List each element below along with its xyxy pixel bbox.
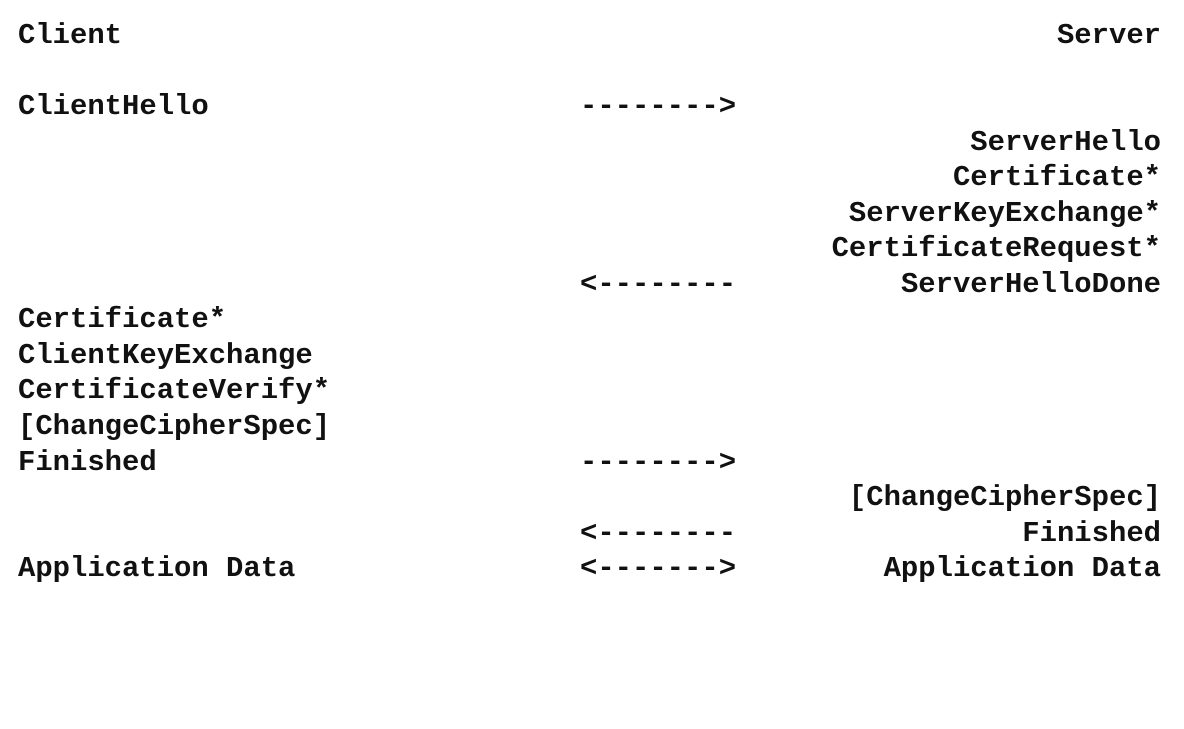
- message-row: ClientKeyExchange: [18, 338, 1161, 374]
- server-column-heading: Server: [1056, 19, 1161, 52]
- client-column-heading: Client: [18, 19, 123, 52]
- arrow-left: <--------: [580, 267, 737, 301]
- message-row: <-------- ServerHelloDone: [18, 267, 1161, 303]
- client-message: [ChangeCipherSpec]: [18, 410, 331, 444]
- client-message: Application Data: [18, 552, 296, 586]
- arrow-right: -------->: [580, 445, 737, 479]
- server-message: Finished: [1022, 516, 1161, 550]
- arrow-right: -------->: [580, 90, 737, 124]
- server-message: [ChangeCipherSpec]: [848, 481, 1161, 515]
- message-row: Certificate*: [18, 302, 1161, 338]
- tls-handshake-diagram: Client Server ClientHello --------> Serv…: [18, 18, 1161, 585]
- message-row: Application Data <-------> Application D…: [18, 551, 1161, 587]
- server-message: Application Data: [883, 552, 1161, 586]
- server-message: ServerHelloDone: [900, 267, 1161, 301]
- client-message: Finished: [18, 445, 157, 479]
- server-message: Certificate*: [952, 161, 1161, 195]
- server-message: CertificateRequest*: [831, 232, 1161, 266]
- message-row: Finished -------->: [18, 445, 1161, 481]
- client-message: Certificate*: [18, 303, 227, 337]
- blank-row: [18, 54, 1161, 90]
- arrow-left: <--------: [580, 516, 737, 550]
- message-row: ServerHello: [18, 125, 1161, 161]
- message-row: CertificateRequest*: [18, 231, 1161, 267]
- message-row: [ChangeCipherSpec]: [18, 480, 1161, 516]
- server-message: ServerHello: [970, 125, 1161, 159]
- message-row: ClientHello -------->: [18, 89, 1161, 125]
- client-message: CertificateVerify*: [18, 374, 331, 408]
- message-row: CertificateVerify*: [18, 373, 1161, 409]
- client-message: ClientKeyExchange: [18, 338, 313, 372]
- arrow-bidirectional: <------->: [580, 552, 737, 586]
- server-message: ServerKeyExchange*: [848, 196, 1161, 230]
- message-row: Certificate*: [18, 160, 1161, 196]
- message-row: [ChangeCipherSpec]: [18, 409, 1161, 445]
- header-row: Client Server: [18, 18, 1161, 54]
- message-row: ServerKeyExchange*: [18, 196, 1161, 232]
- client-message: ClientHello: [18, 90, 209, 124]
- message-row: <-------- Finished: [18, 516, 1161, 552]
